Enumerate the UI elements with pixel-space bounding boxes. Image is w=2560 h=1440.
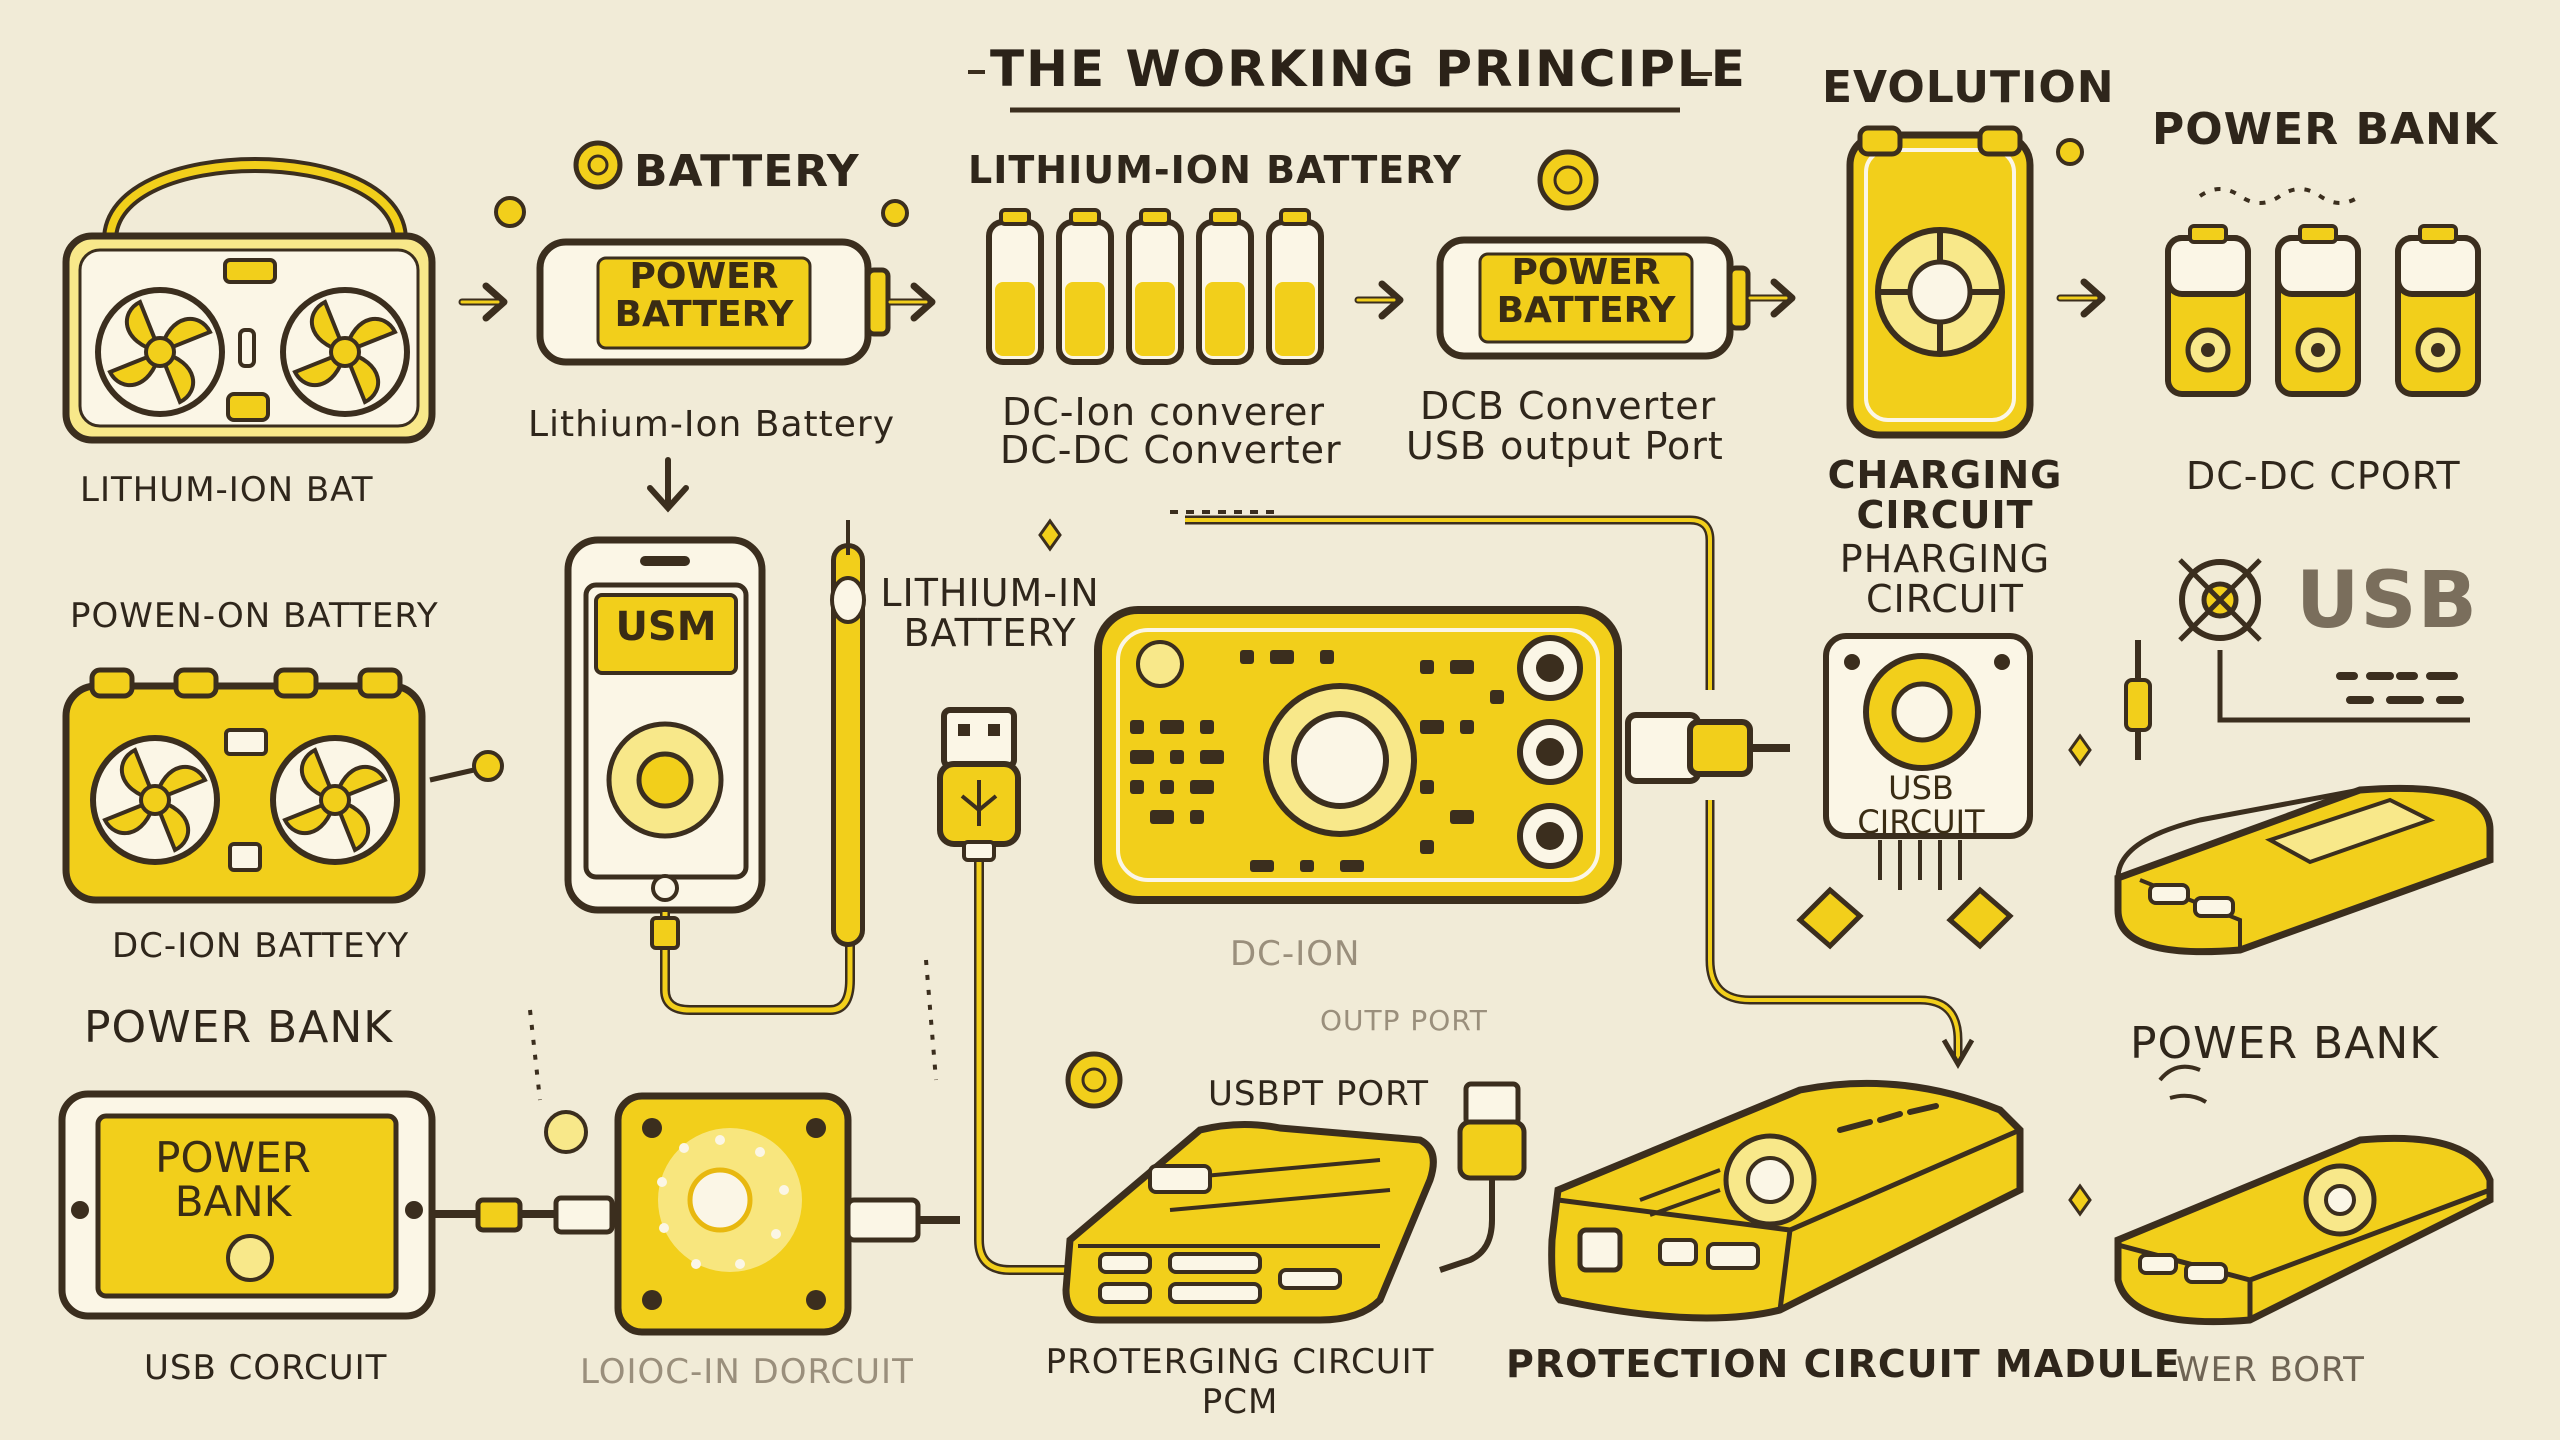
label-charging-circuit: CHARGING CIRCUIT [1827, 453, 2063, 537]
label-pharging-circuit: PHARGING CIRCUIT [1839, 537, 2051, 621]
usb-gear-icon [2178, 558, 2262, 642]
stylus-icon [830, 520, 866, 947]
charging-circuit-module-icon [1823, 633, 2033, 890]
boombox-icon-2 [62, 667, 426, 904]
label-lithium-in-battery: LITHIUM-IN BATTERY [880, 571, 1100, 655]
power-bank-small-icon [2114, 1134, 2494, 1326]
label-pcm: PCM [1201, 1382, 1279, 1422]
label-proterging-circuit: PROTERGING CIRCUIT [1045, 1342, 1435, 1382]
phone-icon [564, 536, 766, 914]
power-battery-text: POWER BATTERY [614, 256, 794, 335]
arrow-down-icon [647, 457, 689, 513]
boombox-icon [62, 157, 436, 444]
bottom-power-bank-icon [1062, 1120, 1437, 1324]
label-outp-port: OUTP PORT [1320, 1004, 1488, 1037]
power-battery-icon [536, 238, 891, 366]
page-title: THE WORKING PRINCIPLE [990, 40, 1747, 98]
power-bank-box-icon [58, 1090, 436, 1320]
label-battery: BATTERY [634, 146, 860, 197]
lithium-cells-icon [989, 210, 1321, 362]
power-battery-text-2: POWER BATTERY [1496, 252, 1676, 331]
label-usb-output-port: USB output Port [1406, 424, 1724, 468]
arrow-right-icon [1358, 284, 1400, 316]
label-dc-dc-converter: DC-DC Converter [1000, 428, 1342, 472]
label-power-bort: WER BORT [2176, 1350, 2365, 1390]
power-battery-icon-2 [1436, 236, 1751, 360]
label-usb-brand: USB [2296, 556, 2478, 646]
arrow-right-icon [2060, 282, 2102, 314]
label-evolution: EVOLUTION [1822, 62, 2115, 113]
phone-screen-text: USM [615, 604, 717, 650]
power-bank-3d-icon [2114, 784, 2494, 956]
usb-plug-icon [937, 707, 1021, 862]
label-usb-corcuit: USB CORCUIT [144, 1348, 388, 1388]
label-dc-dc-cport: DC-DC CPORT [2186, 454, 2461, 498]
evolution-battery-icon [1846, 125, 2034, 439]
power-bank-box-text: POWER BANK [155, 1133, 311, 1227]
label-powen-on-battery: POWEN-ON BATTERY [70, 596, 439, 636]
label-power-bank-top: POWER BANK [2152, 104, 2498, 155]
label-protection-circuit-madule: PROTECTION CIRCUIT MADULE [1506, 1342, 2181, 1386]
protection-circuit-module-icon [1548, 1079, 2024, 1322]
arrow-right-icon [1750, 282, 1792, 314]
power-bank-cells-icon [2165, 224, 2481, 397]
label-dc-ion-converter: DC-Ion converer [1002, 390, 1326, 434]
arrow-right-icon [462, 286, 504, 318]
usb-circuit-text: USB CIRCUIT [1857, 769, 1985, 841]
label-dc-ion-battey: DC-ION BATTEYY [112, 926, 410, 966]
label-power-bank-right: POWER BANK [2130, 1018, 2440, 1069]
central-power-bank-icon [1094, 606, 1622, 904]
label-dc-ion-mid: DC-ION [1230, 934, 1361, 974]
label-lithium-ion-battery-mixed: Lithium-Ion Battery [528, 404, 896, 445]
arrow-right-icon [890, 286, 932, 318]
label-dcb-converter: DCB Converter [1420, 384, 1717, 428]
label-lithium-ion-battery-header: LITHIUM-ION BATTERY [968, 148, 1462, 192]
label-power-bank-left: POWER BANK [84, 1002, 394, 1053]
label-lithium-ion-bat: LITHUM-ION BAT [80, 470, 374, 510]
label-dc-in-dorcuit: LOIOC-IN DORCUIT [580, 1352, 914, 1392]
label-usbpt-port: USBPT PORT [1208, 1074, 1430, 1114]
glowing-circuit-icon [614, 1092, 852, 1336]
